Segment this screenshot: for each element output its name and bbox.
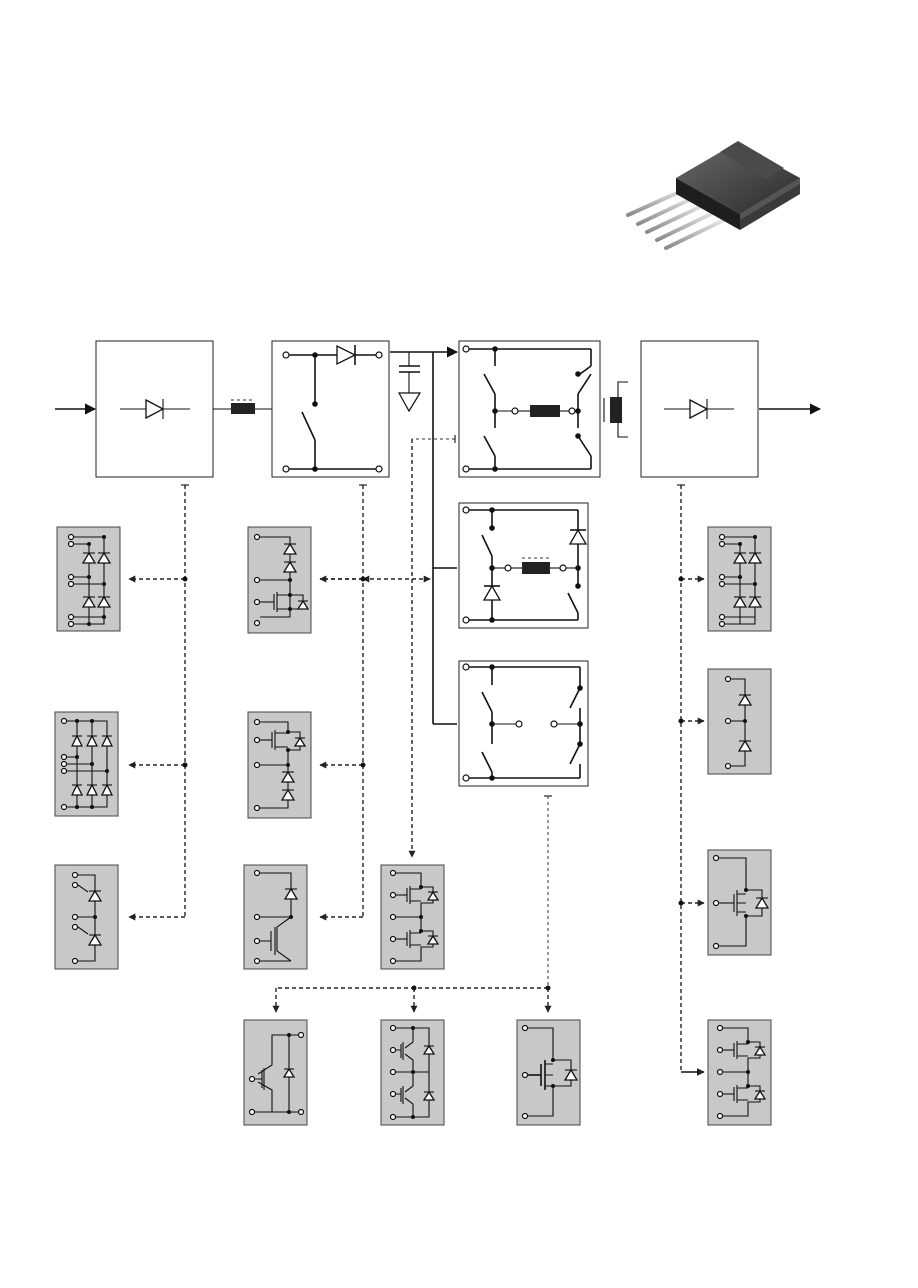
two-switch-forward-block xyxy=(458,502,589,629)
module-rect-single-phase-bridge xyxy=(56,526,121,632)
module-pfc-mosfet-diode xyxy=(247,711,312,819)
module-bridge-single-igbt xyxy=(243,1019,308,1126)
ground-icon xyxy=(397,392,422,413)
series-diode-icon xyxy=(737,693,753,706)
half-bridge-block xyxy=(458,660,589,787)
diode-icon xyxy=(96,595,112,608)
module-bridge-mosfet-phaseleg xyxy=(380,864,445,970)
series-diode-icon xyxy=(737,739,753,752)
rectifier-block xyxy=(95,340,214,478)
module-rect-thyristor-pair xyxy=(54,864,119,970)
module-bridge-single-mosfet xyxy=(516,1019,581,1126)
thyristor-icon xyxy=(87,933,103,946)
dc-link-capacitor xyxy=(390,346,459,413)
transformer-icon xyxy=(603,381,628,438)
dc-bus-branches xyxy=(432,352,457,725)
module-pfc-igbt-diode xyxy=(243,864,308,970)
pfc-module-links xyxy=(319,484,431,921)
module-bridge-igbt-phaseleg xyxy=(380,1019,445,1126)
diode-icon xyxy=(81,551,97,564)
module-rect-three-phase-bridge xyxy=(54,711,119,817)
module-out-diode-bridge xyxy=(707,526,772,632)
diode-icon xyxy=(81,595,97,608)
pfc-boost-block xyxy=(271,340,390,478)
output-module-links xyxy=(677,484,705,1076)
module-out-mosfet xyxy=(707,849,772,956)
bridge-module-links xyxy=(272,435,552,1013)
module-out-series-diodes xyxy=(707,668,772,775)
diode-icon xyxy=(689,398,709,420)
input-inductor-icon xyxy=(213,399,272,414)
to-247-plus-5-lead-package-icon xyxy=(626,141,800,250)
rectifier-module-links xyxy=(128,484,189,921)
diode-icon xyxy=(96,551,112,564)
igbt-diode-icon xyxy=(283,887,299,900)
full-bridge-block xyxy=(458,340,601,478)
module-pfc-diode-mosfet xyxy=(247,526,312,634)
module-out-mosfet-phaseleg xyxy=(707,1019,772,1126)
transformer-winding-icon xyxy=(530,405,560,417)
output-rectifier-block xyxy=(640,340,759,478)
diode-icon xyxy=(145,398,165,420)
boost-diode-icon xyxy=(336,344,357,366)
boost-switch-icon xyxy=(301,411,316,441)
mosfet-icon xyxy=(563,1068,579,1081)
thyristor-icon xyxy=(87,889,103,902)
